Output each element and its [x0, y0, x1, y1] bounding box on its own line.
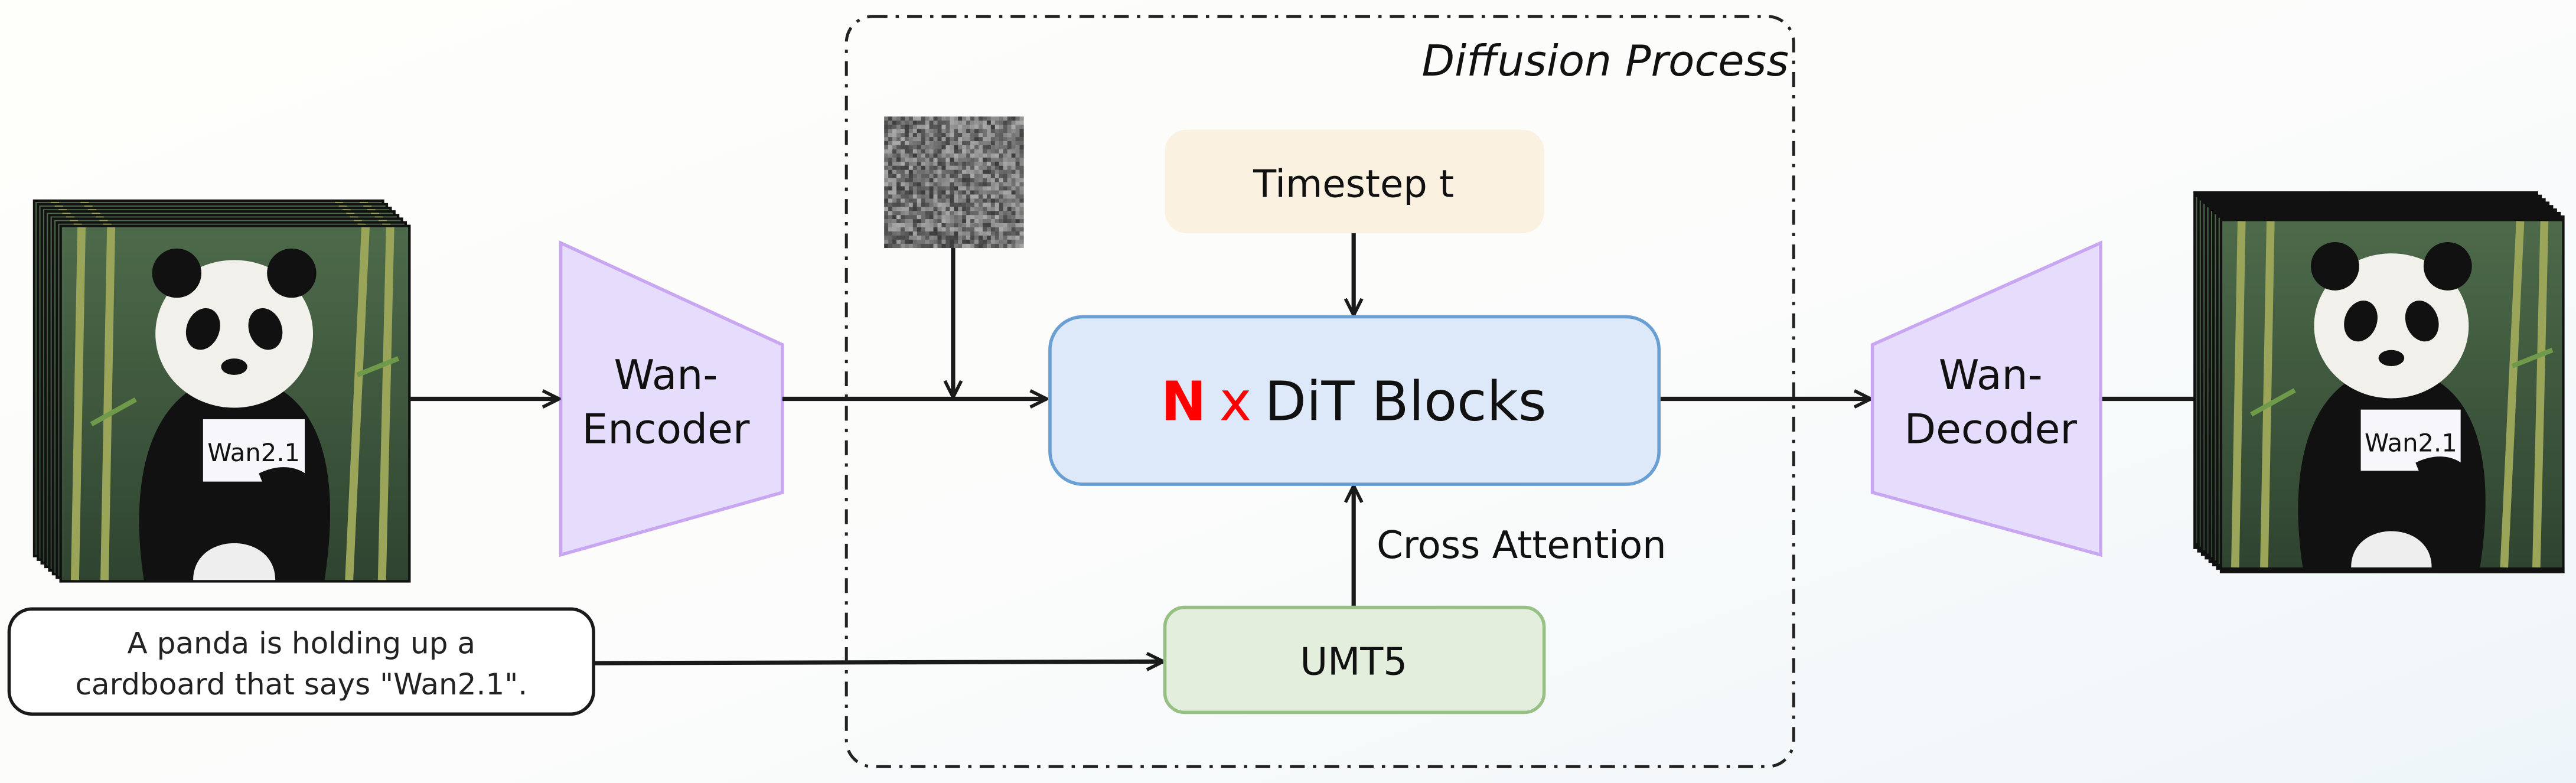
cross-attention-label: Cross Attention — [1377, 524, 1667, 567]
umt5-box: UMT5 — [1165, 608, 1544, 713]
video-frame — [2222, 221, 2562, 567]
encoder-label-line2: Encoder — [582, 406, 750, 454]
timestep-box: Timestep t — [1165, 130, 1544, 233]
prompt-line2: cardboard that says "Wan2.1". — [75, 667, 527, 702]
dit-multiplier: N — [1161, 370, 1207, 433]
timestep-label: Timestep t — [1253, 163, 1454, 207]
umt5-label: UMT5 — [1300, 641, 1407, 684]
diffusion-process-title: Diffusion Process — [1421, 37, 1788, 86]
arrow-prompt-to-umt5 — [594, 661, 1163, 663]
prompt-line1: A panda is holding up a — [128, 626, 476, 660]
input-video-frames: Wan2.1 — [33, 200, 411, 583]
dit-blocks-label: DiT Blocks — [1264, 370, 1546, 433]
wan-encoder: Wan- Encoder — [561, 243, 782, 554]
input-panda-sign-text: Wan2.1 — [207, 438, 300, 467]
dit-blocks-box: NxDiT Blocks — [1050, 317, 1659, 485]
output-panda-sign-text: Wan2.1 — [2365, 428, 2457, 457]
decoder-label-line1: Wan- — [1939, 351, 2043, 399]
text-prompt-box: A panda is holding up a cardboard that s… — [9, 609, 594, 714]
gaussian-noise-image — [884, 116, 1024, 248]
wan-decoder: Wan- Decoder — [1873, 243, 2101, 554]
decoder-label-line2: Decoder — [1905, 406, 2078, 454]
video-frame — [62, 227, 409, 580]
dit-times: x — [1219, 370, 1251, 433]
output-video-frames: Wan2.1 — [2193, 191, 2565, 573]
encoder-label-line1: Wan- — [614, 351, 718, 399]
